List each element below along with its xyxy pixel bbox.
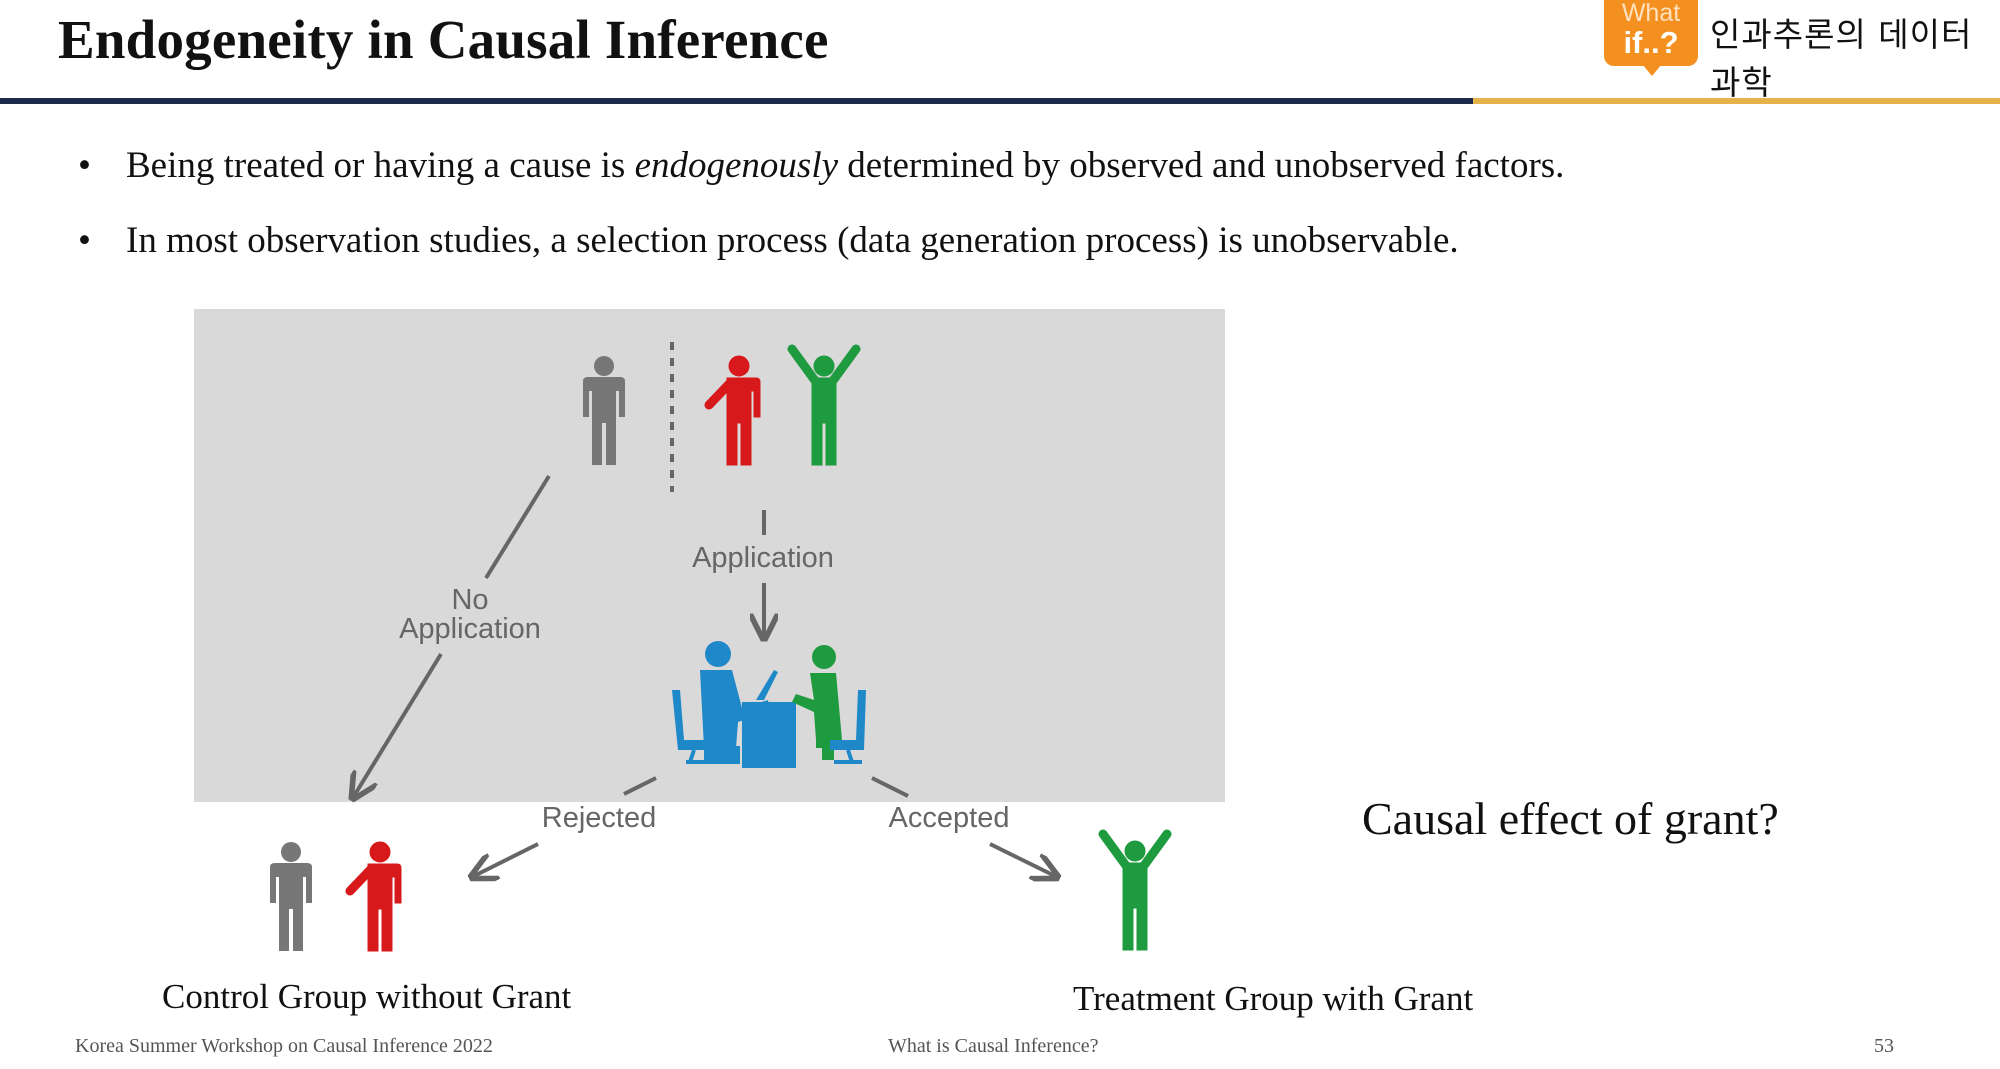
logo-line2: if..? [1623, 25, 1679, 60]
red-person-icon [709, 356, 760, 465]
application-label: Application [692, 542, 834, 574]
footer-section: What is Causal Inference? [888, 1035, 1099, 1057]
control-red-person-icon [350, 842, 401, 951]
logo-line1: What [1621, 0, 1681, 27]
header-rule-gold [1473, 98, 2000, 104]
interview-scene-icon [672, 641, 866, 768]
gray-person-icon [583, 356, 625, 465]
bullet-item: • In most observation studies, a selecti… [78, 218, 1564, 263]
control-gray-person-icon [270, 842, 312, 951]
bullet-1-emphasis: endogenously [634, 145, 839, 186]
bullet-1-after: determined by observed and unobserved fa… [838, 145, 1565, 186]
causal-effect-question: Causal effect of grant? [1362, 793, 1779, 844]
rejected-label: Rejected [542, 802, 656, 834]
slide-title: Endogeneity in Causal Inference [58, 9, 829, 70]
no-application-arrow-top [484, 474, 551, 580]
bullet-dot: • [78, 220, 91, 261]
bullet-list: • Being treated or having a cause is end… [78, 143, 1564, 293]
no-application-arrow [354, 652, 443, 796]
rejected-arrow [474, 842, 539, 876]
no-application-label-line2: Application [399, 613, 541, 645]
control-group-label: Control Group without Grant [162, 977, 572, 1016]
bullet-1-before: Being treated or having a cause is [126, 145, 635, 186]
bullet-dot: • [78, 145, 91, 186]
logo-side-text: 인과추론의 데이터과학 [1710, 15, 1973, 102]
no-application-label-line1: No [451, 584, 488, 616]
bullet-item: • Being treated or having a cause is end… [78, 143, 1564, 188]
accepted-label: Accepted [889, 802, 1010, 834]
treatment-group-label: Treatment Group with Grant [1073, 979, 1474, 1018]
accepted-arrow-top [871, 776, 909, 798]
treatment-green-person-icon [1103, 834, 1167, 950]
logo-speech-tail [1642, 64, 1662, 76]
bullet-2-text: In most observation studies, a selection… [126, 220, 1459, 261]
green-person-arms-up-icon [792, 349, 856, 465]
footer-event: Korea Summer Workshop on Causal Inferenc… [75, 1035, 493, 1057]
page-number: 53 [1874, 1035, 1894, 1057]
accepted-arrow [989, 842, 1055, 876]
rejected-arrow-top [623, 776, 657, 796]
header-rule-dark [0, 98, 1473, 104]
what-if-logo: What if..? [1604, 0, 1698, 76]
